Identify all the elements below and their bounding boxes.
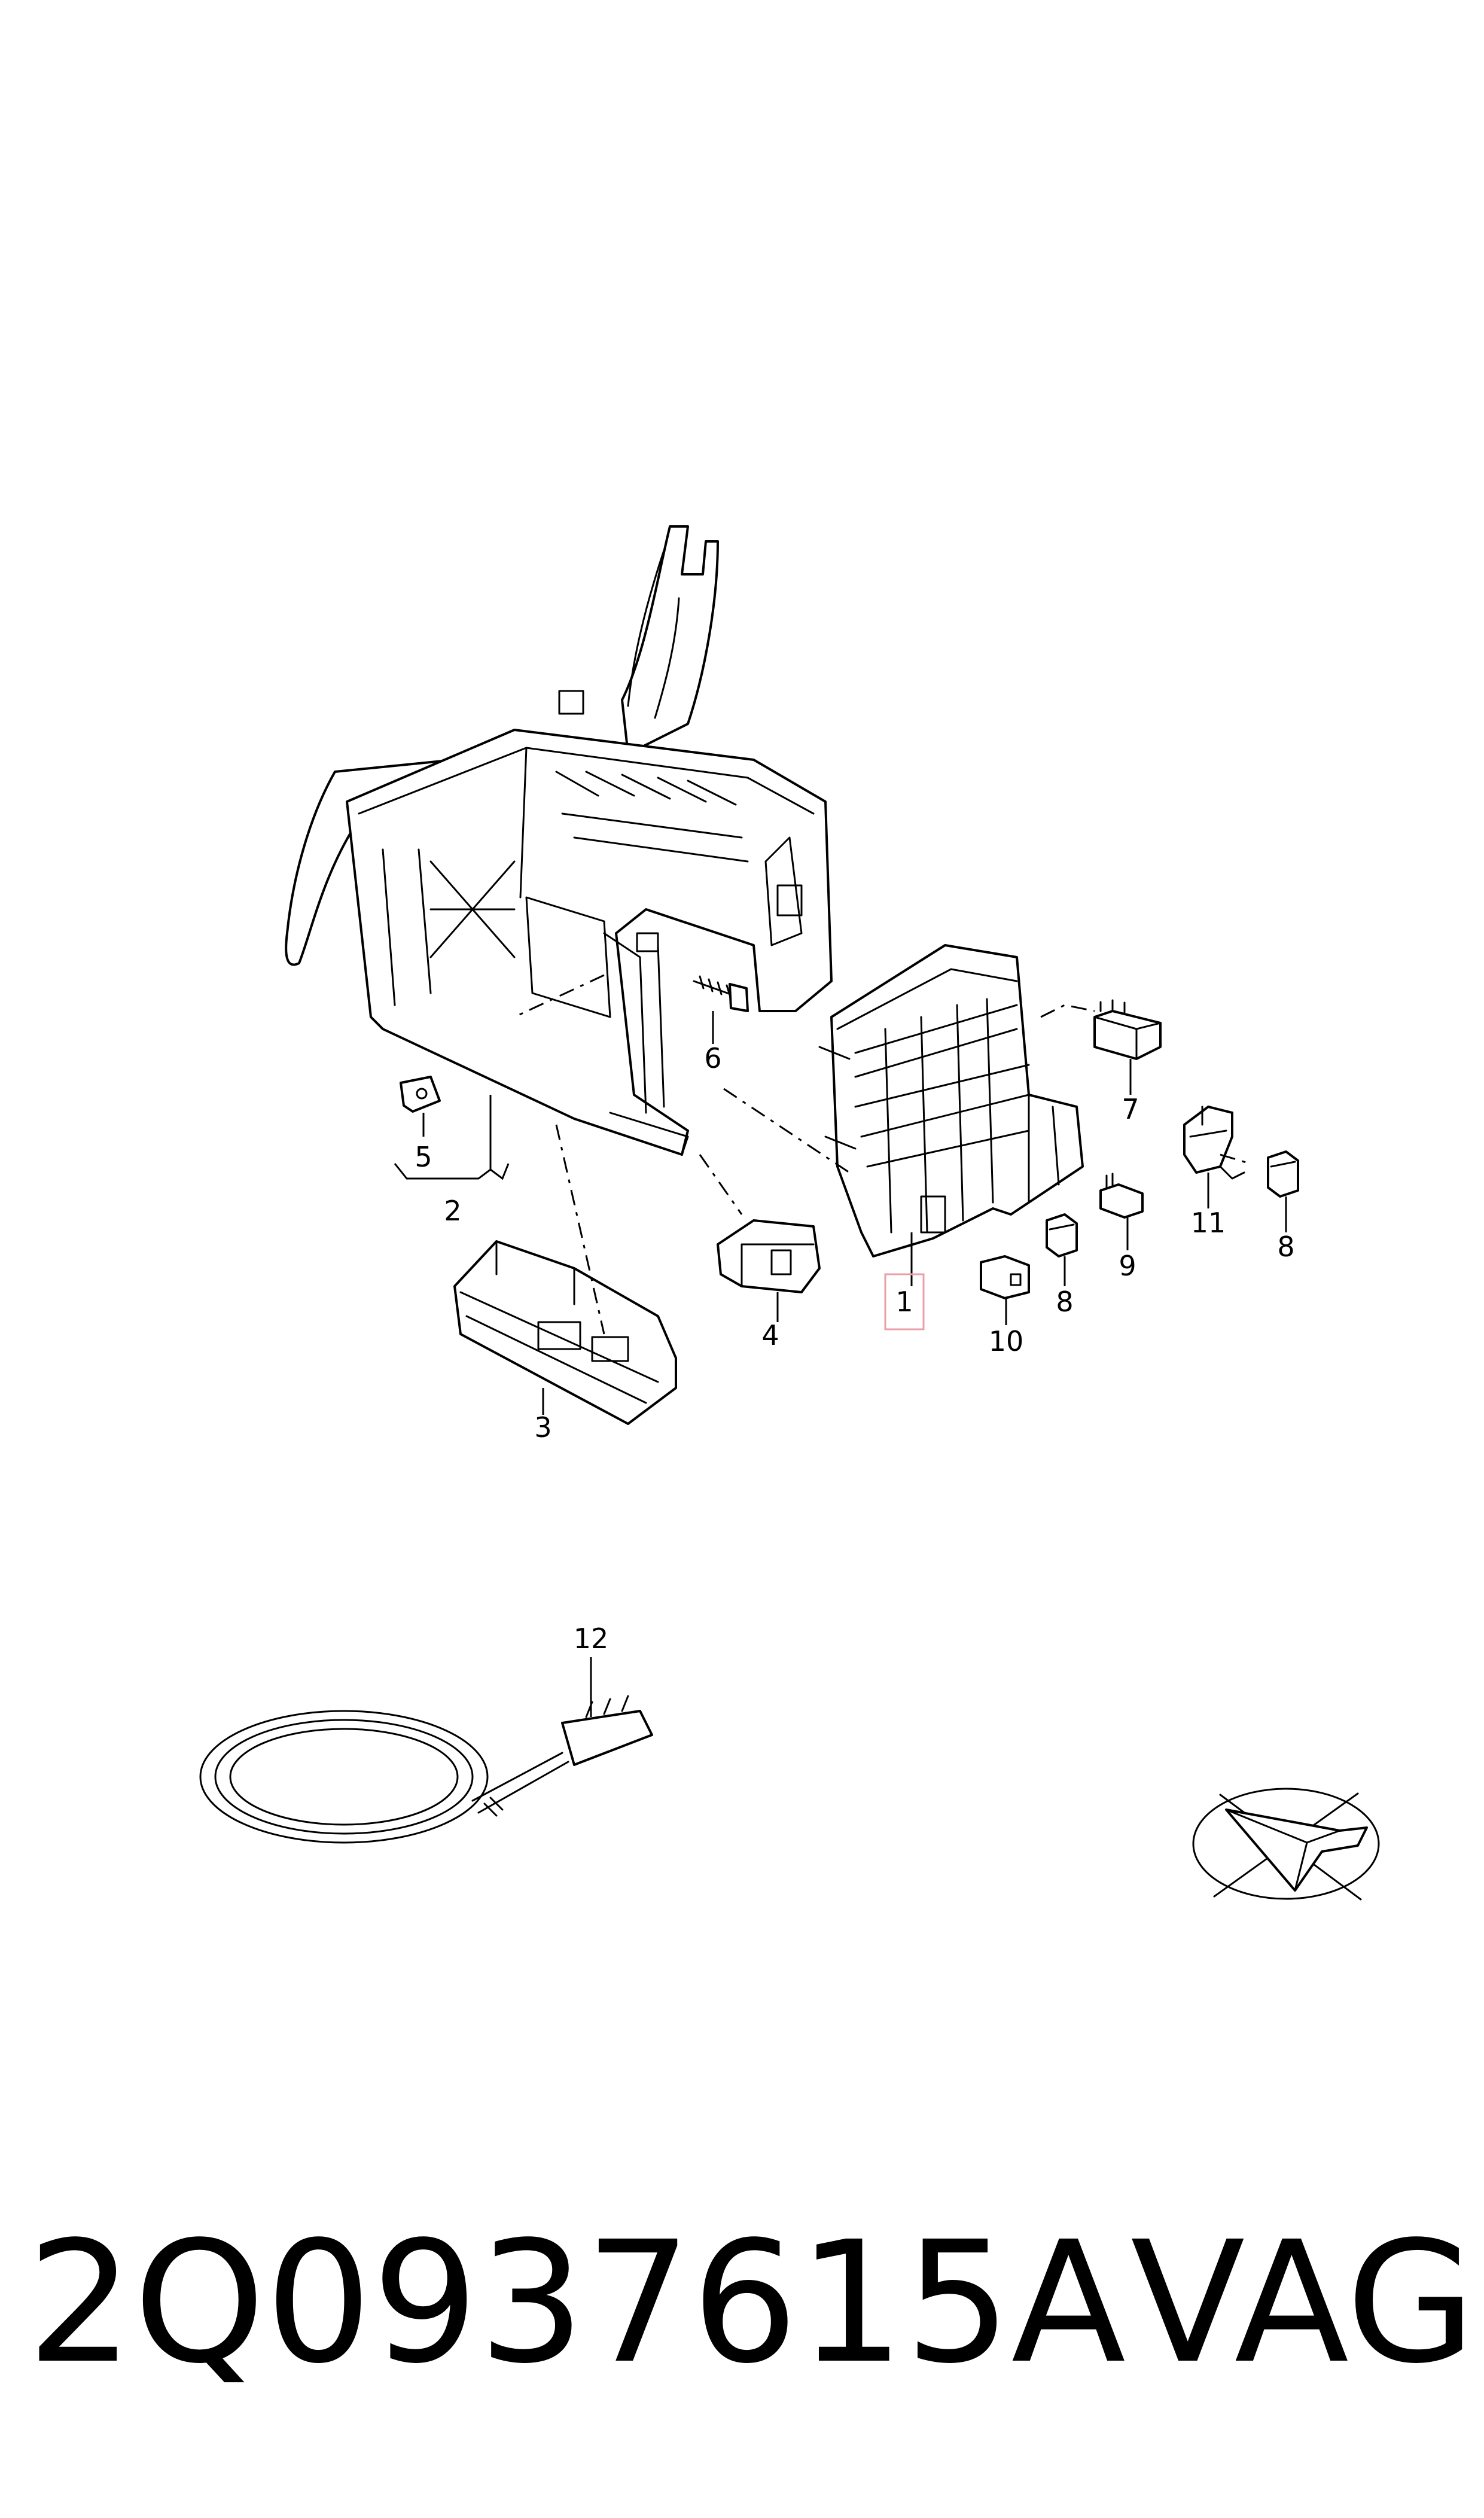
leader-lines — [394, 1011, 1287, 1717]
callout-4: 4 — [761, 1319, 779, 1351]
assembly-lines — [514, 974, 1251, 1335]
part-number: 2Q0937615A — [27, 2206, 1126, 2401]
brand-label: VAG — [1130, 2206, 1476, 2401]
fuse-box — [818, 944, 1084, 1258]
callout-8-right: 8 — [1277, 1231, 1294, 1263]
wire-harness — [199, 1695, 653, 1844]
callout-12: 12 — [574, 1622, 609, 1655]
fuse-holder — [1183, 1106, 1245, 1180]
small-relay — [980, 1255, 1030, 1299]
callout-10: 10 — [989, 1325, 1024, 1357]
callout-6: 6 — [704, 1042, 721, 1074]
callout-7: 7 — [1122, 1093, 1139, 1125]
callout-9: 9 — [1119, 1250, 1136, 1282]
callout-5: 5 — [415, 1141, 432, 1173]
callouts: 1 2 3 4 5 6 7 8 8 9 10 11 12 — [415, 1042, 1294, 1655]
relay — [1093, 999, 1162, 1060]
mini-fuse — [1099, 1173, 1144, 1219]
bracket-carrier — [285, 525, 833, 1156]
fuse-middle — [1046, 1213, 1078, 1258]
callout-1: 1 — [895, 1286, 913, 1318]
callout-11: 11 — [1191, 1207, 1226, 1239]
small-cover — [717, 1219, 821, 1293]
callout-8-middle: 8 — [1056, 1286, 1073, 1318]
screw — [693, 975, 749, 1012]
callout-1-highlight — [884, 1273, 925, 1330]
callout-3: 3 — [534, 1411, 551, 1444]
lower-housing — [453, 1240, 677, 1425]
callout-2: 2 — [444, 1195, 461, 1227]
clip — [400, 1076, 441, 1113]
fuse-right — [1267, 1150, 1299, 1198]
paper-plane-logo — [1192, 1788, 1380, 1901]
